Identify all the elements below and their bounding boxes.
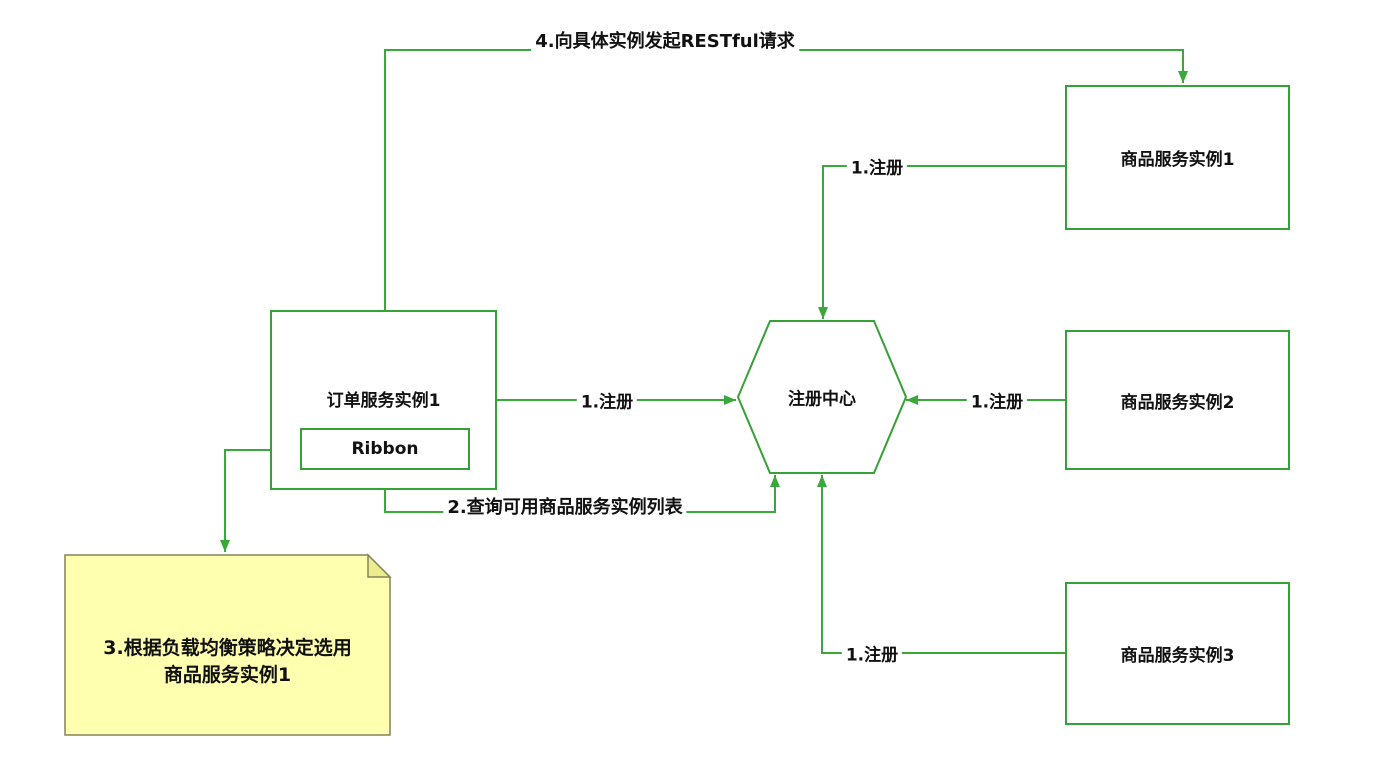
product-service-1-label: 商品服务实例1 (1120, 150, 1235, 170)
edge-label-register-product-2: 1.注册 (966, 386, 1028, 414)
edge-label-register-order: 1.注册 (576, 386, 638, 414)
product-service-2-label: 商品服务实例2 (1120, 392, 1235, 413)
node-order-service-1: 订单服务实例1 Ribbon (270, 310, 497, 490)
note-shape (64, 554, 391, 736)
note-text: 3.根据负载均衡策略决定选用商品服务实例1 (103, 637, 352, 686)
edge-register-product3-line (817, 475, 1065, 654)
node-ribbon: Ribbon (300, 428, 470, 470)
node-product-service-2: 商品服务实例2 (1065, 330, 1290, 470)
edge-label-restful-request: 4.向具体实例发起RESTful请求 (531, 26, 799, 54)
product-service-3-label: 商品服务实例3 (1120, 646, 1235, 666)
ribbon-label: Ribbon (351, 439, 419, 459)
edge-label-register-product-3: 1.注册 (841, 639, 903, 667)
edge-label-register-product-1: 1.注册 (846, 152, 908, 180)
edge-restful-request-line (384, 49, 1188, 310)
node-product-service-1: 商品服务实例1 (1065, 85, 1290, 230)
note-fold-corner-icon (367, 553, 392, 578)
edge-label-query-instances: 2.查询可用商品服务实例列表 (443, 492, 687, 520)
registry-center-label: 注册中心 (788, 389, 856, 410)
node-product-service-3: 商品服务实例3 (1065, 582, 1290, 725)
edge-register-product1-line (818, 165, 1065, 319)
order-service-1-label: 订单服务实例1 (326, 391, 441, 411)
note-text-container: 3.根据负载均衡策略决定选用商品服务实例1 (65, 555, 390, 735)
